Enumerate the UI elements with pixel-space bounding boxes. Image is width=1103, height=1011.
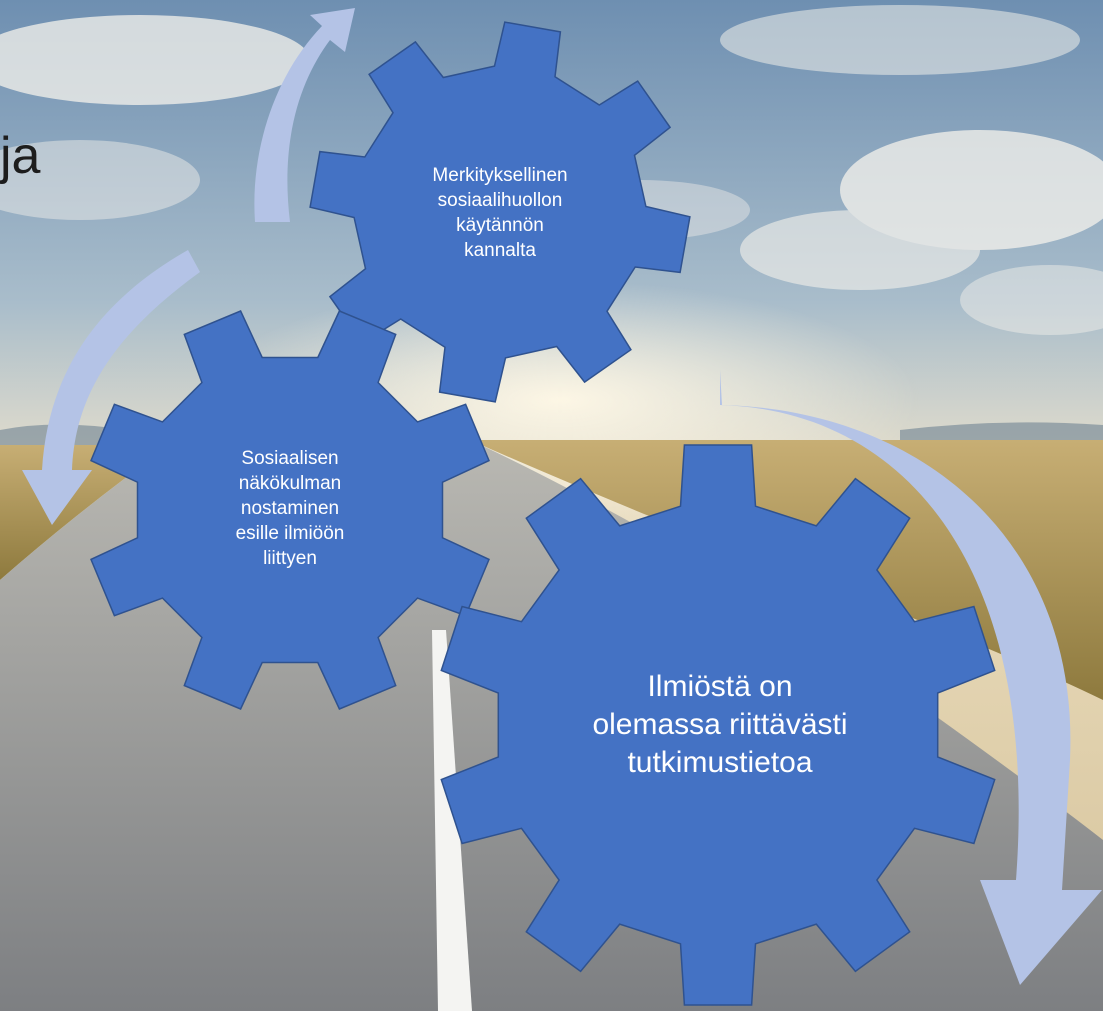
curved-arrow-up-icon xyxy=(254,8,355,222)
gear-label-meaningful: Merkityksellinen sosiaalihuollon käytänn… xyxy=(432,165,568,261)
gear-left xyxy=(90,310,490,710)
gear-label-research-data: Ilmiöstä on olemassa riittävästi tutkimu… xyxy=(592,670,848,779)
slide-title-fragment: ja xyxy=(0,127,41,185)
gear-large xyxy=(440,444,996,1006)
gear-label-social-perspective: Sosiaalisen näkökulman nostaminen esille… xyxy=(235,447,345,569)
gear-cycle xyxy=(90,21,996,1006)
gear-top xyxy=(309,21,691,403)
curved-arrow-down-left-icon xyxy=(22,250,200,525)
curved-arrow-down-right-icon xyxy=(720,370,1102,985)
road-center-line xyxy=(432,630,472,1011)
cycle-arrows xyxy=(22,8,1102,985)
